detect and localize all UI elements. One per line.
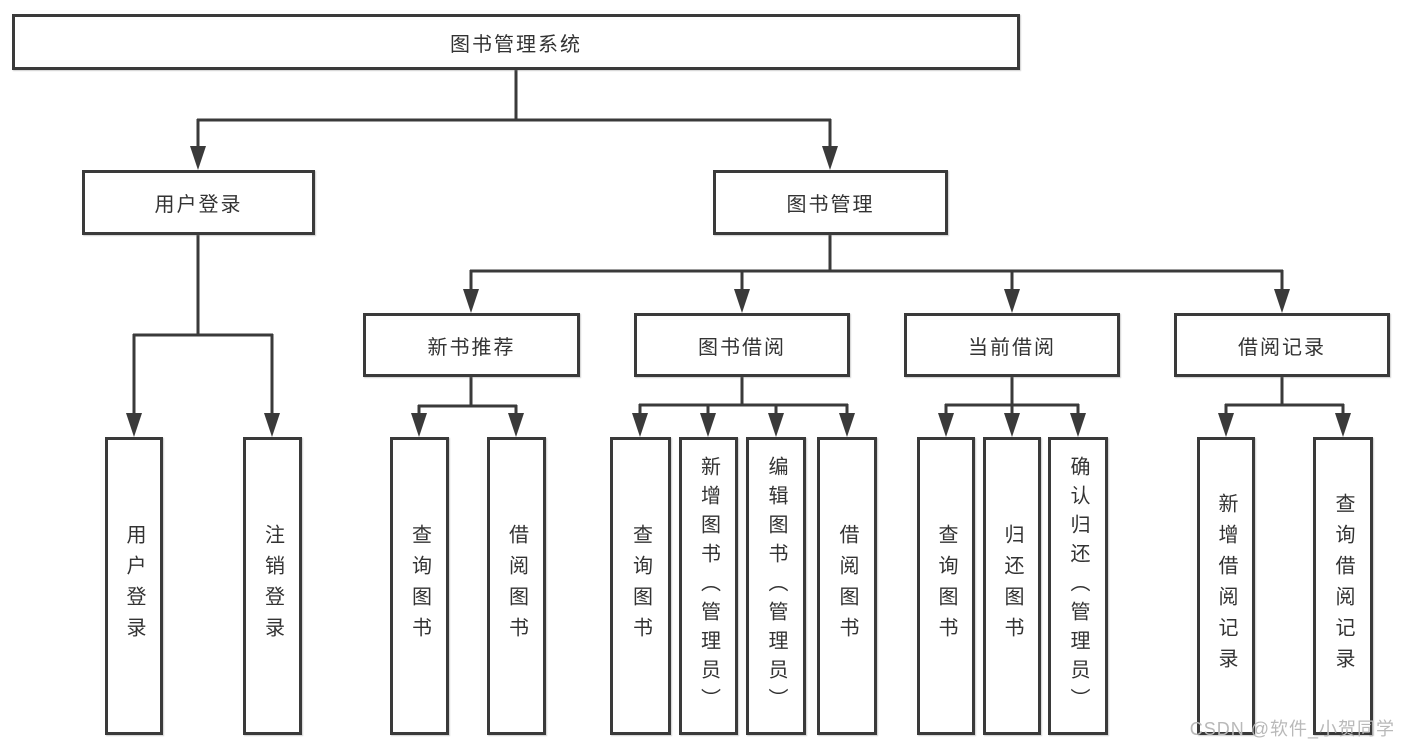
node-leaf-bb-borrow-book: 借阅图书: [817, 437, 877, 735]
node-leaf-bb-edit-book: 编辑图书（管理员）: [746, 437, 806, 735]
node-root: 图书管理系统: [12, 14, 1020, 70]
node-new-book-rec-label: 新书推荐: [427, 336, 516, 359]
arrowheads: [126, 146, 1351, 437]
connector-user-login-to-leaves: [132, 235, 274, 419]
node-leaf-logout: 注销登录: [243, 437, 302, 735]
node-leaf-bb-query-book: 查询图书: [610, 437, 671, 735]
node-user-login: 用户登录: [82, 170, 315, 235]
node-leaf-user-login-label: 用户登录: [123, 524, 145, 648]
node-leaf-cb-query-book-label: 查询图书: [935, 524, 957, 648]
node-leaf-user-login: 用户登录: [105, 437, 163, 735]
node-leaf-cb-return-book-label: 归还图书: [1001, 524, 1023, 648]
node-leaf-br-add-record: 新增借阅记录: [1197, 437, 1255, 735]
connector-new-book-rec-to-leaves: [417, 377, 518, 419]
connector-book-borrow-to-leaves: [638, 377, 849, 419]
node-leaf-bb-edit-book-label: 编辑图书（管理员）: [765, 455, 787, 717]
node-leaf-cb-confirm-return-label: 确认归还（管理员）: [1067, 455, 1089, 717]
node-borrow-records-label: 借阅记录: [1238, 336, 1326, 359]
node-leaf-br-query-record: 查询借阅记录: [1313, 437, 1373, 735]
node-leaf-cb-return-book: 归还图书: [983, 437, 1041, 735]
connector-book-mgmt-to-level2: [469, 235, 1284, 293]
node-book-mgmt-label: 图书管理: [786, 194, 875, 216]
node-leaf-rec-query-book-label: 查询图书: [408, 524, 431, 648]
node-borrow-records: 借阅记录: [1174, 313, 1390, 377]
node-leaf-bb-query-book-label: 查询图书: [629, 524, 652, 648]
node-leaf-bb-borrow-book-label: 借阅图书: [836, 524, 858, 648]
node-leaf-br-query-record-label: 查询借阅记录: [1332, 493, 1354, 679]
node-book-borrow-label: 图书借阅: [698, 336, 786, 359]
watermark: CSDN @软件_小贺同学: [1189, 719, 1395, 739]
node-new-book-rec: 新书推荐: [363, 313, 580, 377]
node-leaf-rec-borrow-book: 借阅图书: [487, 437, 546, 735]
node-leaf-br-add-record-label: 新增借阅记录: [1215, 493, 1237, 679]
node-leaf-rec-query-book: 查询图书: [390, 437, 449, 735]
node-leaf-logout-label: 注销登录: [261, 524, 284, 648]
connector-root-to-level1: [196, 70, 832, 150]
node-current-borrow-label: 当前借阅: [968, 336, 1056, 359]
node-root-label: 图书管理系统: [450, 33, 582, 56]
node-leaf-cb-query-book: 查询图书: [917, 437, 975, 735]
node-user-login-label: 用户登录: [154, 194, 243, 216]
node-leaf-bb-add-book-label: 新增图书（管理员）: [697, 455, 720, 717]
connector-borrow-records-to-leaves: [1224, 377, 1345, 419]
node-book-borrow: 图书借阅: [634, 313, 850, 377]
node-leaf-bb-add-book: 新增图书（管理员）: [679, 437, 738, 735]
connector-current-borrow-to-leaves: [944, 377, 1080, 419]
node-leaf-rec-borrow-book-label: 借阅图书: [505, 524, 528, 648]
node-leaf-cb-confirm-return: 确认归还（管理员）: [1048, 437, 1108, 735]
node-book-mgmt: 图书管理: [713, 170, 948, 235]
node-current-borrow: 当前借阅: [904, 313, 1120, 377]
